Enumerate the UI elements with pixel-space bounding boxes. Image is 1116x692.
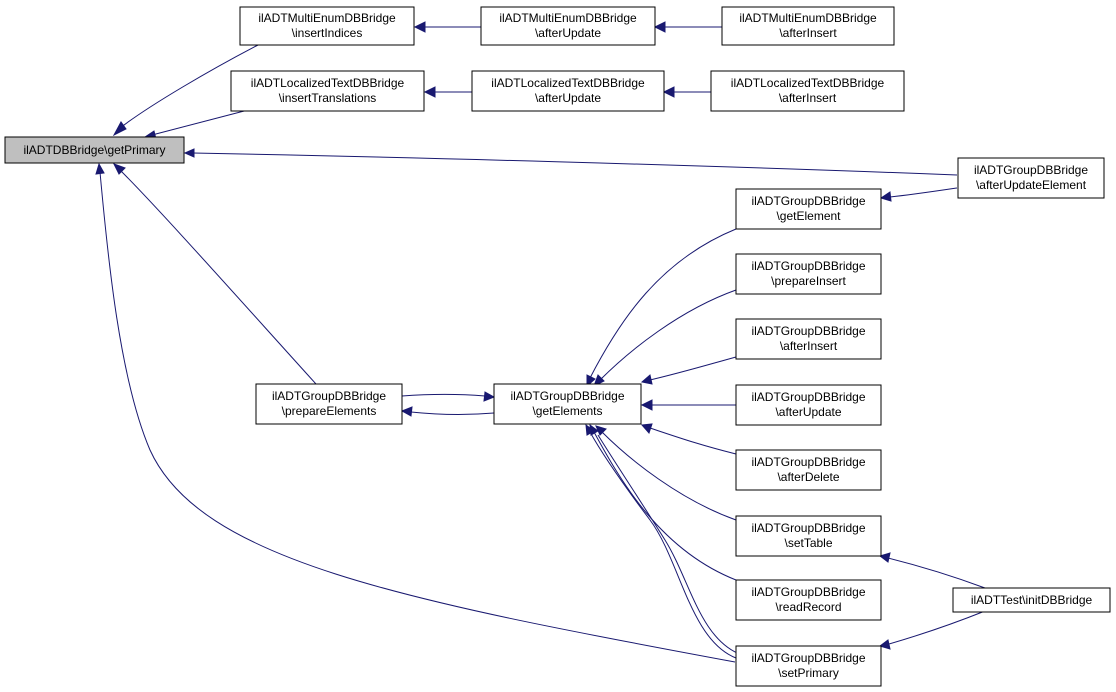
node-label: \prepareElements [282,404,377,418]
arrowhead [112,163,126,175]
node-label: \getElement [776,209,841,223]
node-group-afterinsert[interactable]: ilADTGroupDBBridge \afterInsert [735,318,882,360]
node-label: \afterInsert [779,91,837,105]
edge-initdbbridge-to-setprimary [888,610,986,645]
node-group-prepareinsert[interactable]: ilADTGroupDBBridge \prepareInsert [735,253,882,295]
node-label: ilADTTest\initDBBridge [971,593,1093,607]
edge-inserttranslations-to-getprimary [151,109,249,136]
arrowhead [879,191,892,202]
node-label: \insertTranslations [279,91,377,105]
node-label: ilADTLocalizedTextDBBridge [251,76,405,90]
arrowhead [400,406,413,417]
arrowhead [585,423,595,436]
edge-setprimary-to-getelements [589,431,737,659]
node-label: \setTable [784,536,832,550]
edge-initdbbridge-to-settable [887,557,986,589]
node-label: ilADTGroupDBBridge [751,455,865,469]
edge-prepareinsert-to-getelements [599,289,737,381]
edge-getelement-to-getelements [589,228,737,379]
node-label: ilADTGroupDBBridge [751,651,865,665]
arrowhead [112,121,127,137]
node-label: ilADTGroupDBBridge [751,259,865,273]
node-label: \prepareInsert [771,274,846,288]
node-loctext-afterupdate[interactable]: ilADTLocalizedTextDBBridge \afterUpdate [471,70,665,112]
arrowhead [183,148,195,158]
node-label: \afterUpdate [535,26,601,40]
node-group-getelement[interactable]: ilADTGroupDBBridge \getElement [735,188,882,230]
node-group-readrecord[interactable]: ilADTGroupDBBridge \readRecord [735,579,882,621]
node-loctext-inserttranslations[interactable]: ilADTLocalizedTextDBBridge \insertTransl… [230,70,425,112]
arrowhead [640,423,653,434]
node-label: ilADTMultiEnumDBBridge [258,11,396,25]
node-group-prepareelements[interactable]: ilADTGroupDBBridge \prepareElements [255,383,403,425]
arrowhead [586,374,596,388]
node-test-initdbbridge[interactable]: ilADTTest\initDBBridge [952,587,1111,613]
node-label: \afterDelete [777,470,839,484]
node-group-afterupdate[interactable]: ilADTGroupDBBridge \afterUpdate [735,384,882,426]
edge-settable-to-getelements [601,431,737,521]
node-label: \insertIndices [292,26,363,40]
edge-prepareelements-to-getelements [401,394,486,397]
edge-afterupdateelement-to-getprimary [192,152,958,176]
arrowhead [423,86,436,98]
node-label: \afterUpdateElement [976,178,1087,192]
node-group-getelements[interactable]: ilADTGroupDBBridge \getElements [493,383,642,425]
node-multienum-insertindices[interactable]: ilADTMultiEnumDBBridge \insertIndices [239,6,415,46]
arrowhead [413,21,426,33]
node-getprimary[interactable]: ilADTDBBridge\getPrimary [4,136,185,164]
arrowhead [653,21,666,33]
node-label: \afterInsert [779,26,837,40]
node-group-afterupdateelement[interactable]: ilADTGroupDBBridge \afterUpdateElement [957,157,1105,199]
node-label: ilADTLocalizedTextDBBridge [731,76,885,90]
node-label: \afterUpdate [535,91,601,105]
edge-prepareelements-to-getprimary [119,169,317,385]
node-label: ilADTDBBridge\getPrimary [23,143,165,157]
arrowhead [662,86,675,98]
arrowhead [878,639,891,650]
arrowhead [640,374,653,385]
node-label: ilADTGroupDBBridge [510,389,624,403]
node-group-setprimary[interactable]: ilADTGroupDBBridge \setPrimary [735,645,882,687]
node-label: ilADTGroupDBBridge [751,585,865,599]
arrowhead [640,399,653,411]
node-label: \afterUpdate [775,405,841,419]
node-label: ilADTGroupDBBridge [751,521,865,535]
edge-setprimary-to-getprimary [99,171,736,663]
node-loctext-afterinsert[interactable]: ilADTLocalizedTextDBBridge \afterInsert [710,70,905,112]
edge-afterinsert-to-getelements [649,356,737,381]
edge-insertindices-to-getprimary [119,44,259,129]
node-multienum-afterupdate[interactable]: ilADTMultiEnumDBBridge \afterUpdate [480,6,656,46]
node-label: ilADTMultiEnumDBBridge [499,11,637,25]
edge-setprimary-to-getelements-alt [597,434,743,656]
edge-getelements-to-prepareelements [410,411,495,415]
arrowhead [878,552,891,563]
node-multienum-afterinsert[interactable]: ilADTMultiEnumDBBridge \afterInsert [721,6,895,46]
node-label: \afterInsert [780,339,838,353]
node-label: \getElements [532,404,602,418]
node-label: \setPrimary [778,666,839,680]
node-label: ilADTGroupDBBridge [751,324,865,338]
arrowhead [483,391,496,402]
node-group-settable[interactable]: ilADTGroupDBBridge \setTable [735,515,882,557]
node-label: ilADTMultiEnumDBBridge [739,11,877,25]
edge-readrecord-to-getelements [593,431,737,581]
node-label: \readRecord [775,600,841,614]
node-label: ilADTGroupDBBridge [272,389,386,403]
edge-afterupdateelement-to-getelement [889,187,958,198]
node-label: ilADTGroupDBBridge [974,163,1088,177]
edge-afterdelete-to-getelements [649,427,737,455]
node-label: ilADTLocalizedTextDBBridge [491,76,645,90]
nodes: ilADTDBBridge\getPrimary ilADTMultiEnumD… [4,6,1111,687]
node-group-afterdelete[interactable]: ilADTGroupDBBridge \afterDelete [735,449,882,491]
node-label: ilADTGroupDBBridge [751,194,865,208]
arrowhead [95,162,105,175]
node-label: ilADTGroupDBBridge [751,390,865,404]
